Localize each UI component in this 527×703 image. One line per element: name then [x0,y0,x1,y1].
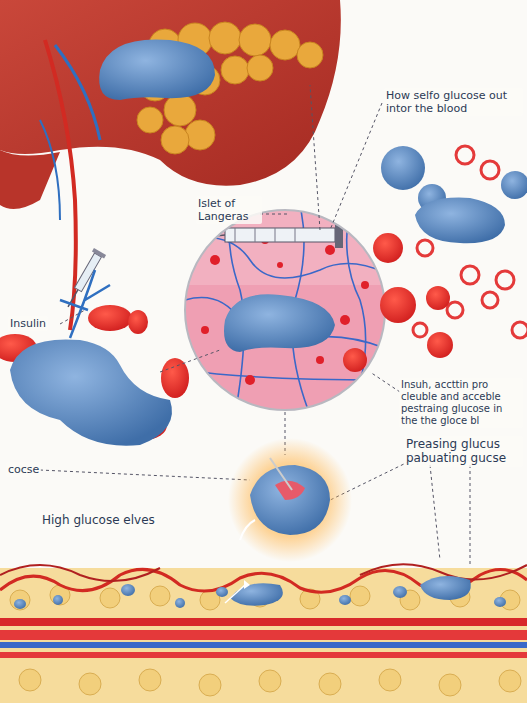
callout-label: Insuh, accttin pro cleuble and acceble p… [399,378,523,428]
callout-label: cocse [6,462,41,477]
callout-label: How selfo glucose out intor the blood [384,88,523,116]
callout-label: Preasing glucus pabuating gucse [404,436,523,467]
callout-label: High glucose elves [40,512,157,528]
callout-label: Insulin [8,316,48,331]
callout-label: Islet of Langeras [196,196,262,224]
